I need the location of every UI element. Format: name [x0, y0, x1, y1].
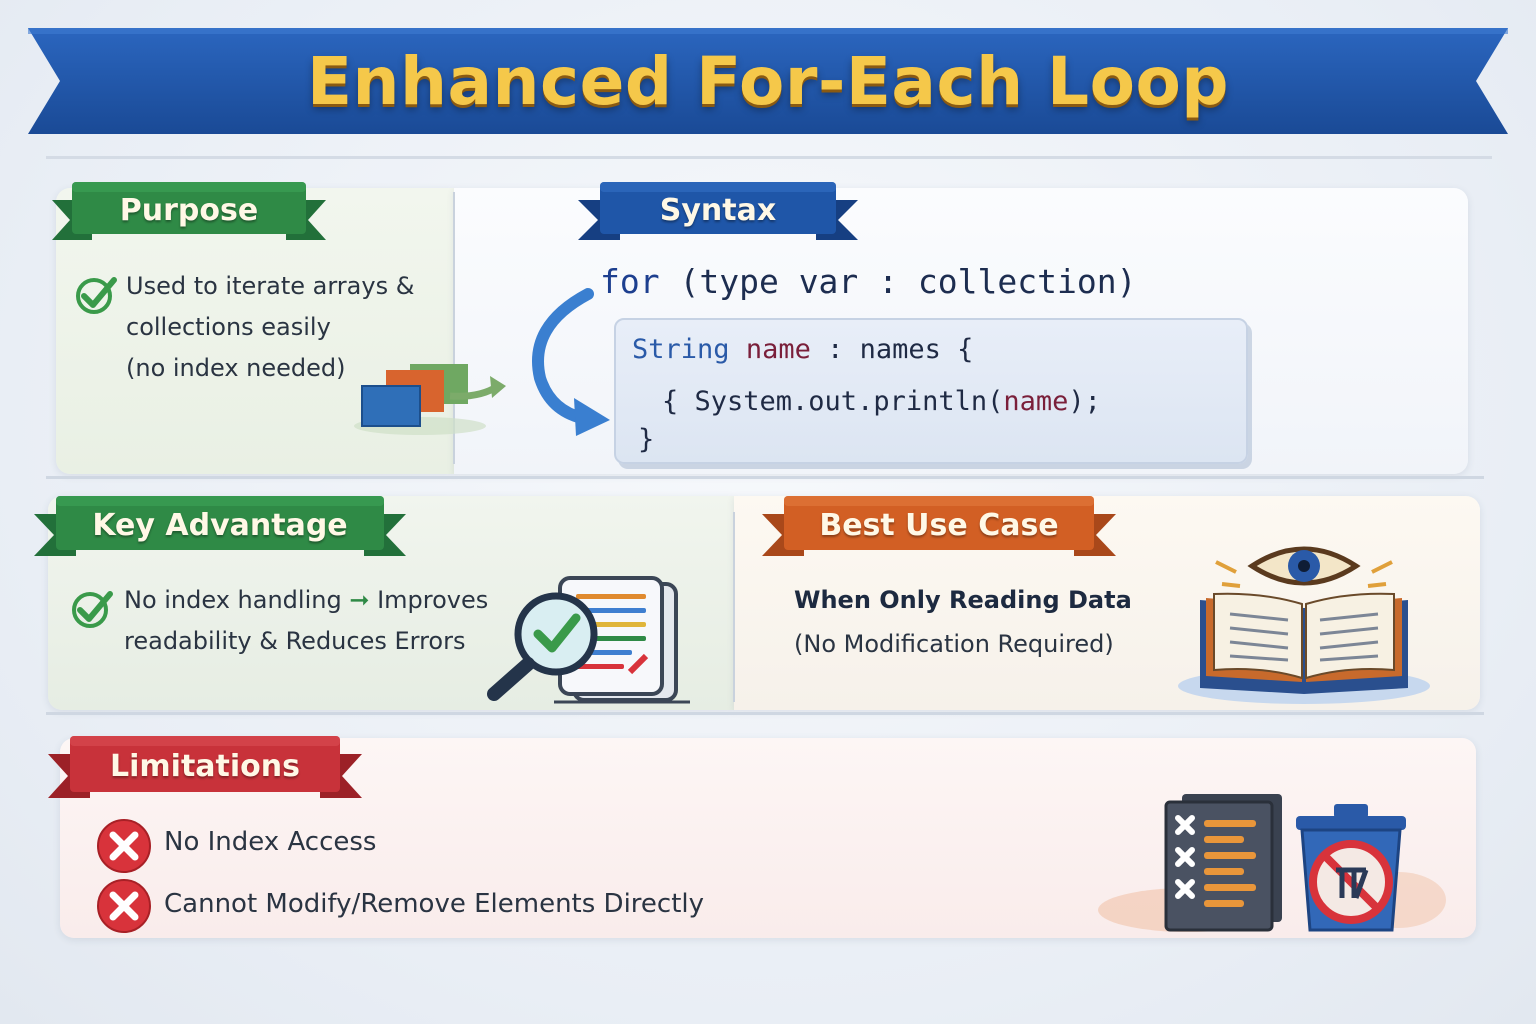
syntax-params: (type var : collection) — [679, 262, 1137, 301]
eye-book-icon — [1178, 546, 1430, 704]
limitation-item-2: Cannot Modify/Remove Elements Directly — [164, 889, 705, 919]
curved-arrow-icon — [532, 288, 610, 436]
page-title: Enhanced For-Each Loop — [306, 42, 1230, 120]
advantage-line-2: readability & Reduces Errors — [124, 627, 466, 655]
arrow-right-icon: ➞ — [349, 586, 370, 614]
row2-divider — [733, 512, 735, 702]
purpose-line-3: (no index needed) — [126, 354, 346, 382]
advantage-text: No index handling ➞ Improves readability… — [124, 580, 488, 662]
purpose-line-1: Used to iterate arrays & — [126, 272, 415, 300]
row1-bottom-rule — [46, 476, 1484, 479]
checklist-trash-icon — [1098, 794, 1446, 932]
usecase-ribbon: Best Use Case — [762, 492, 1116, 558]
cards-arrow-icon — [354, 364, 506, 435]
row2-bottom-rule — [46, 712, 1484, 715]
x-circle-icon — [97, 819, 151, 873]
title-ribbon-shape — [28, 28, 1508, 134]
purpose-label: Purpose — [119, 192, 259, 228]
usecase-subtext: (No Modification Required) — [794, 630, 1114, 658]
advantage-line-1-end: Improves — [377, 586, 489, 614]
limitations-ribbon: Limitations — [48, 732, 362, 800]
usecase-heading: When Only Reading Data — [794, 586, 1132, 614]
magnifier-document-icon — [487, 576, 690, 704]
code-type: String — [632, 334, 730, 365]
purpose-line-2: collections easily — [126, 313, 331, 341]
title-banner: Enhanced For-Each Loop — [28, 26, 1508, 136]
row1-divider — [453, 192, 455, 464]
x-circle-icon — [97, 879, 151, 933]
syntax-ribbon: Syntax — [578, 178, 858, 242]
purpose-text: Used to iterate arrays & collections eas… — [126, 266, 414, 389]
code-line-2: { System.out.println(name); — [662, 386, 1101, 417]
check-icon — [72, 591, 113, 628]
code-print-close: ); — [1068, 386, 1101, 417]
code-line-3: } — [638, 424, 655, 455]
code-var: name — [745, 334, 811, 365]
advantage-label: Key Advantage — [92, 507, 348, 543]
syntax-signature: for (type var : collection) — [600, 262, 1136, 301]
code-print-var: name — [1003, 386, 1069, 417]
syntax-keyword: for — [600, 262, 660, 301]
usecase-label: Best Use Case — [819, 507, 1059, 543]
purpose-ribbon: Purpose — [52, 178, 326, 242]
check-icon — [76, 277, 117, 314]
code-print-open: { System.out.println( — [662, 386, 1004, 417]
title-divider — [46, 156, 1492, 159]
limitation-item-1: No Index Access — [164, 827, 377, 857]
syntax-label: Syntax — [659, 192, 777, 228]
code-block: String name : names { { System.out.print… — [614, 318, 1248, 464]
advantage-ribbon: Key Advantage — [34, 492, 406, 558]
code-line-1: String name : names { — [632, 334, 973, 365]
code-line-1-rest: : names { — [810, 334, 974, 365]
limitations-label: Limitations — [110, 748, 300, 784]
advantage-line-1: No index handling ➞ Improves — [124, 580, 488, 621]
advantage-line-1-start: No index handling — [124, 586, 342, 614]
